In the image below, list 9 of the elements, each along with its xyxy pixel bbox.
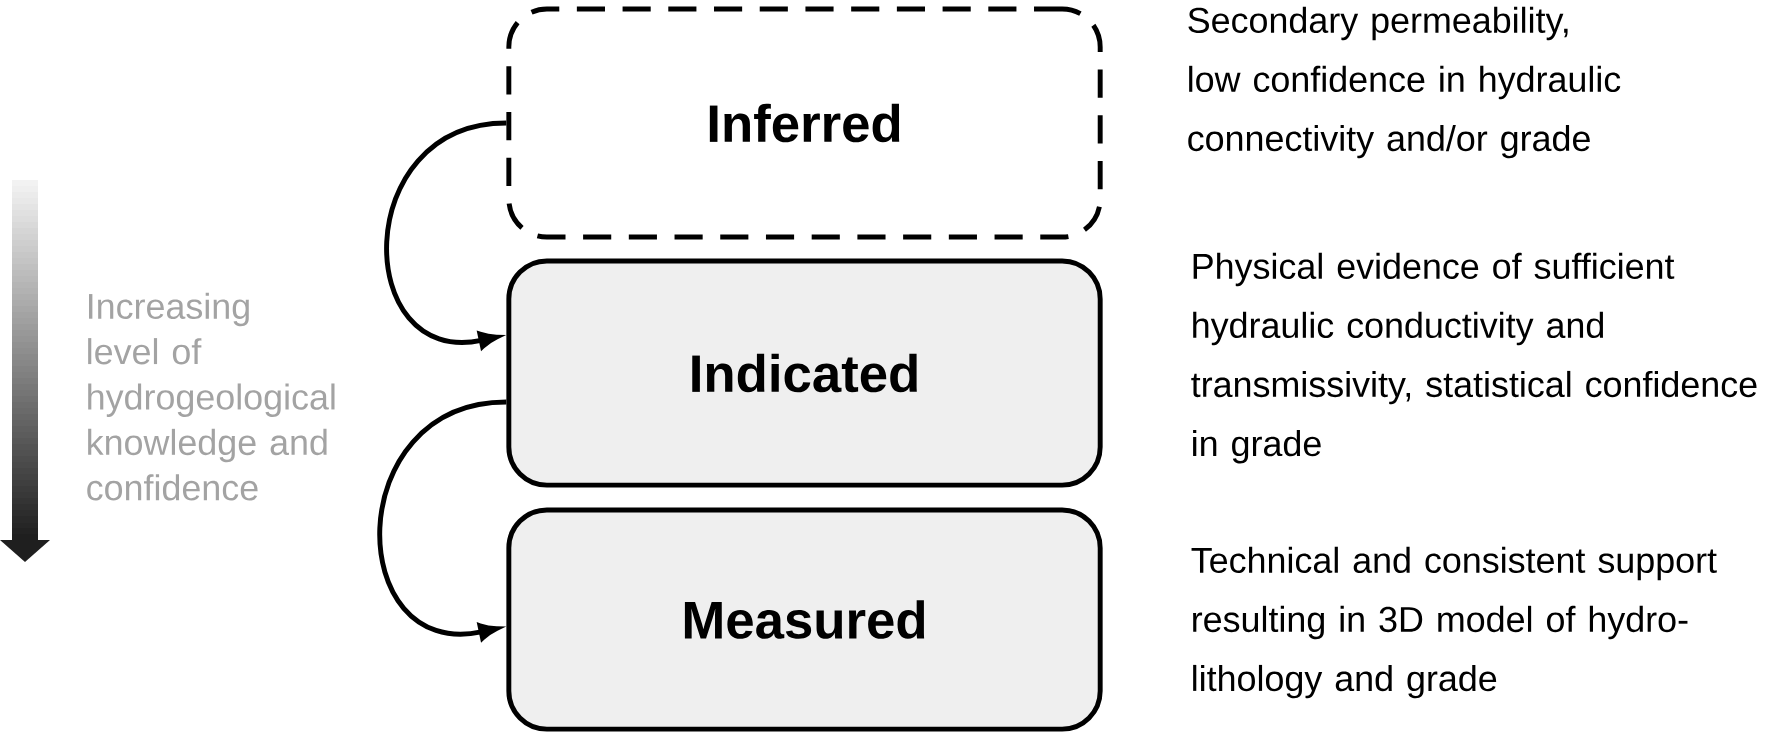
curved-arrow (377, 399, 507, 641)
description-text: Technical and consistent support resulting in 3D model of hydro-lithology and grade (1191, 546, 1717, 699)
axis-label: Increasing level of hydrogeological knowledge and confidence (87, 292, 335, 501)
level-box: Indicated (506, 258, 1103, 488)
curved-arrow (384, 120, 507, 349)
description-text: Physical evidence of sufficient hydraulic conductivity and transmissivity, statistical confidence in grade (1191, 252, 1757, 464)
description-text: Secondary permeability, low confidence in hydraulic connectivity and/or grade (1188, 6, 1621, 159)
level-box: Measured (506, 507, 1103, 732)
level-box: Inferred (506, 6, 1103, 240)
